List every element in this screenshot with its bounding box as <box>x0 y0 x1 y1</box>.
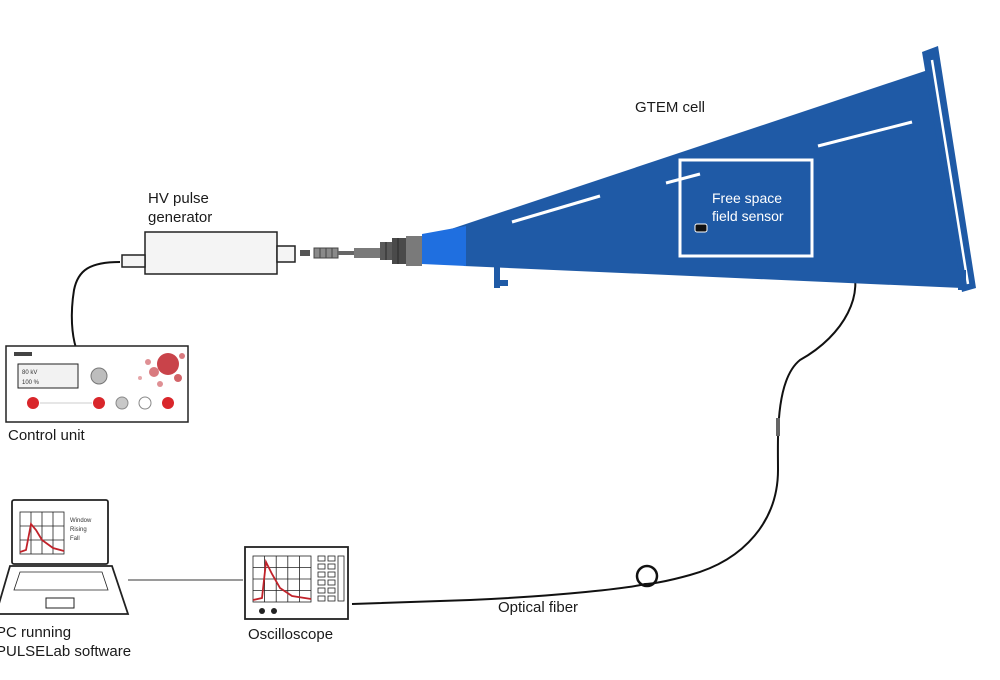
fiber-loop <box>635 564 659 588</box>
optical-fiber-label: Optical fiber <box>498 599 578 616</box>
brand-splash-logo <box>138 353 185 387</box>
gtem-cell <box>430 46 976 292</box>
oscilloscope-knob <box>259 608 265 614</box>
control-unit-display <box>17 363 79 389</box>
pulser-label-line-1: HV pulse <box>148 190 209 207</box>
laptop: Window Rising Fall <box>0 499 130 615</box>
red-button <box>162 397 174 409</box>
gtem-septum-line <box>511 194 601 224</box>
sensor-window <box>678 158 814 258</box>
oscilloscope-label: Oscilloscope <box>248 626 333 643</box>
laptop-screen-line-1: Window <box>70 518 92 524</box>
pulser-label-line-2: generator <box>148 209 212 226</box>
pc-label-line-1: PC running <box>0 624 71 641</box>
gray-button <box>115 396 129 410</box>
oscilloscope-trace <box>252 558 312 601</box>
pc-label-line-2: PULSELab software <box>0 643 131 660</box>
control-cable <box>70 261 121 349</box>
gtem-input-connector <box>380 226 466 266</box>
gtem-septum-line <box>665 172 701 185</box>
gray-knob <box>90 367 108 385</box>
red-button <box>93 397 105 409</box>
gtem-leg <box>958 270 966 290</box>
red-button <box>27 397 39 409</box>
laptop-screen-line-3: Fall <box>70 536 80 542</box>
optical-fiber-cable <box>351 226 857 605</box>
coax-adapter <box>300 247 380 259</box>
control-unit-label: Control unit <box>8 427 86 444</box>
oscilloscope <box>244 546 349 620</box>
display-line-2: 100 % <box>22 380 40 386</box>
gtem-cell-label: GTEM cell <box>635 99 705 116</box>
oscilloscope-controls <box>317 555 345 602</box>
display-line-1: 80 kV <box>22 370 37 376</box>
field-sensor-probe <box>694 223 708 233</box>
sensor-label-line-2: field sensor <box>712 208 784 224</box>
gtem-cell-body <box>430 70 962 288</box>
laptop-screen-trace <box>19 521 65 553</box>
laptop-screen <box>11 499 109 565</box>
white-button <box>138 396 152 410</box>
hv-pulse-generator <box>121 231 296 275</box>
sensor-label-line-1: Free space <box>712 190 782 206</box>
control-unit: 80 kV 100 % <box>5 345 189 423</box>
fiber-connector-mark <box>776 418 780 436</box>
oscilloscope-knob <box>271 608 277 614</box>
gtem-septum-line <box>817 120 913 148</box>
laptop-screen-line-2: Rising <box>70 527 87 533</box>
gtem-leg <box>494 262 500 288</box>
